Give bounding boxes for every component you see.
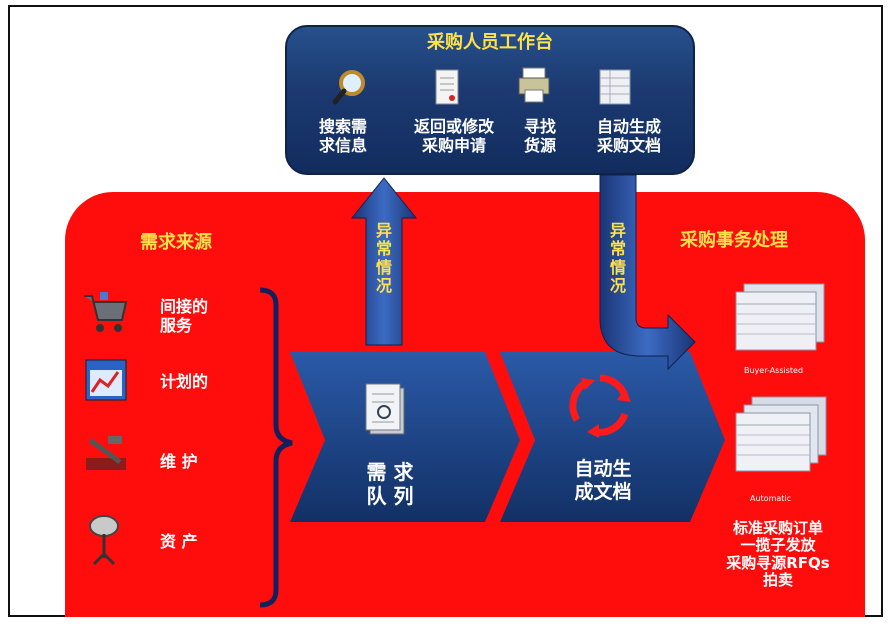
satellite-dish-icon [89,515,119,566]
demand-queue-label: 需 求 队 列 [366,460,414,508]
workbench-item-return-modify: 返回或修改 采购申请 [413,117,494,156]
buyer-assisted-label: Buyer-Assisted [744,366,804,375]
source-maintenance: 维 护 [160,452,198,471]
auto-generate-chevron [500,352,725,522]
sources-title: 需求来源 [140,232,212,253]
document-icon [435,69,459,105]
calendar-icon [85,359,127,401]
source-planned: 计划的 [160,372,209,391]
exception-down-arrow [599,174,696,371]
source-indirect-services: 间接的 服务 [160,297,209,336]
queue-document-icon [365,383,405,435]
workbench-item-sourcing: 寻找 货源 [523,117,556,156]
exception-up-label: 异 常 情 况 [375,221,392,296]
workbench-title: 采购人员工作台 [427,32,553,53]
processing-documents-list: 标准采购订单 一揽子发放 采购寻源RFQs 拍卖 [726,519,830,589]
cycle-arrows-icon [569,374,631,438]
exception-up-arrow [350,177,418,346]
cart-icon [84,292,128,332]
tools-icon [86,436,126,470]
workbench-item-autogen-docs: 自动生成 采购文档 [596,117,661,156]
exception-down-label: 异 常 情 况 [609,221,626,296]
printer-icon [518,67,550,103]
workbench-item-search: 搜索需 求信息 [318,117,367,156]
magnifier-icon [332,70,365,105]
processing-title: 采购事务处理 [680,230,788,251]
auto-generate-label: 自动生 成文档 [574,458,632,503]
spreadsheet-icon [599,69,631,105]
sources-brace [259,287,293,608]
automatic-docs-icon [735,396,827,472]
automatic-label: Automatic [750,494,792,503]
demand-queue-chevron [290,352,520,522]
source-assets: 资 产 [160,532,198,551]
buyer-assisted-docs-icon [735,283,825,351]
